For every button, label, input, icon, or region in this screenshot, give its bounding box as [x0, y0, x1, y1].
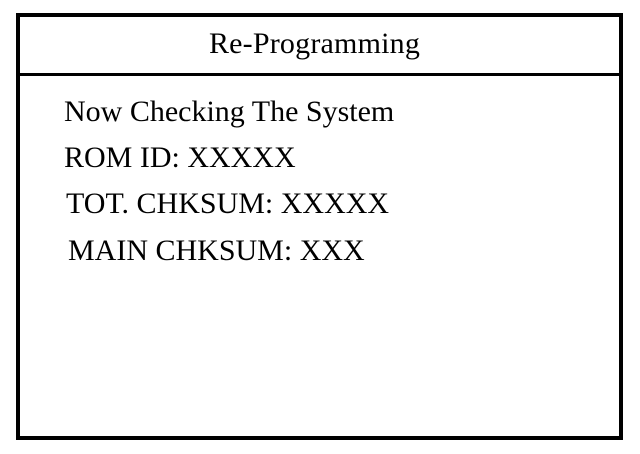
status-line-main-checksum: MAIN CHKSUM: XXX: [68, 234, 365, 267]
page-title: Re-Programming: [208, 27, 421, 60]
re-programming-dialog: Re-Programming Now Checking The System R…: [16, 13, 623, 440]
status-line-total-checksum: TOT. CHKSUM: XXXXX: [66, 187, 390, 220]
status-line-rom-id: ROM ID: XXXXX: [64, 141, 296, 174]
empty-content-region: [20, 276, 619, 436]
dialog-body: Now Checking The System ROM ID: XXXXX TO…: [20, 76, 619, 436]
dialog-title-bar: Re-Programming: [20, 17, 619, 76]
status-line-checking: Now Checking The System: [64, 95, 395, 128]
